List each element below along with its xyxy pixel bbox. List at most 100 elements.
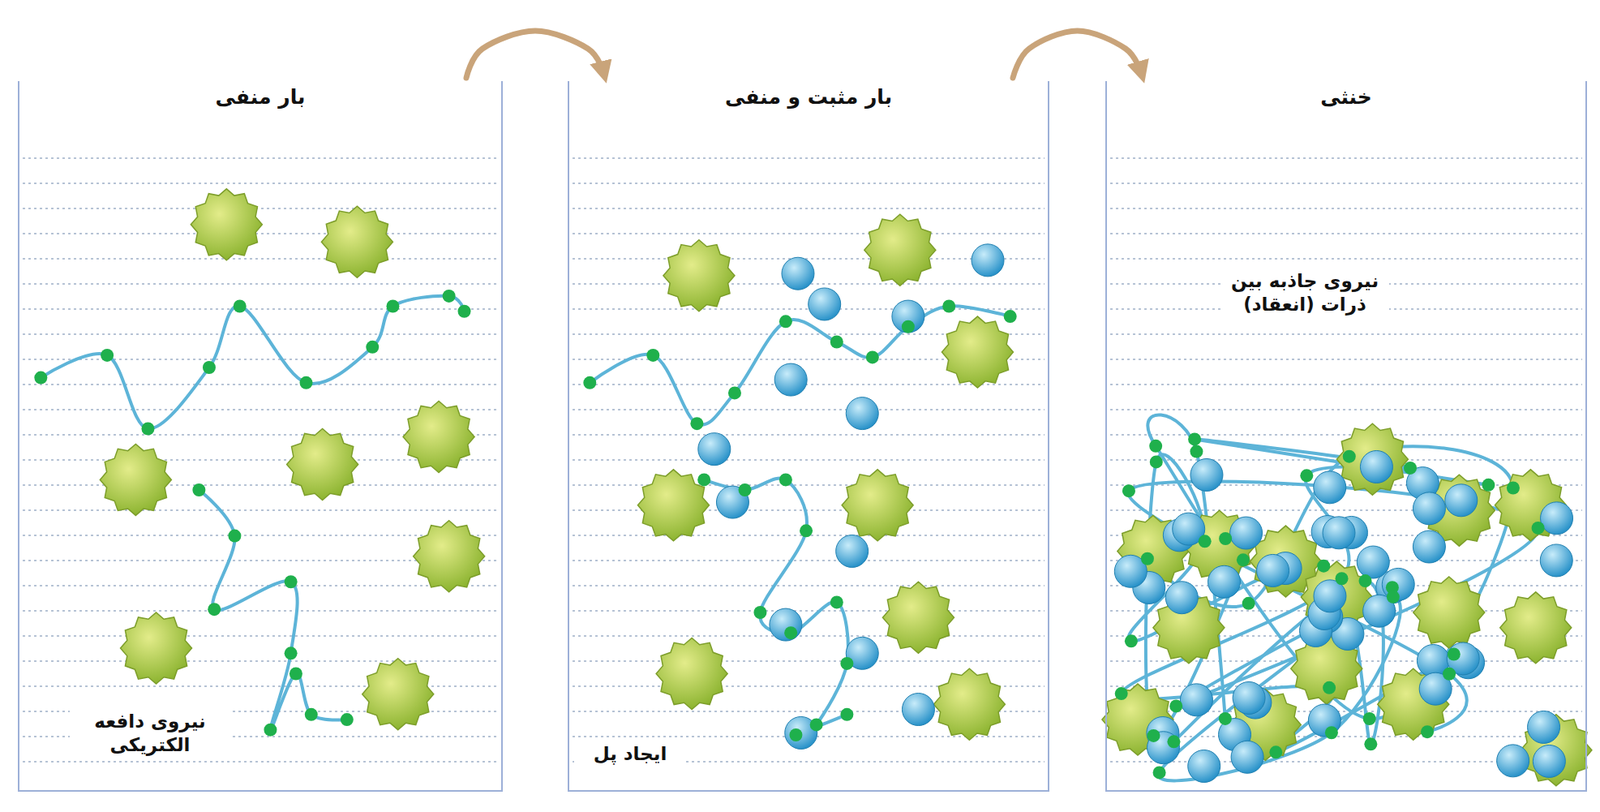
charge-site (738, 483, 752, 497)
charge-site (192, 483, 206, 497)
water-line (22, 609, 498, 612)
charge-site (1236, 553, 1250, 567)
water-line (572, 232, 1045, 235)
positive-ion (1540, 501, 1574, 535)
charge-site (1189, 445, 1203, 459)
charge-site (840, 707, 854, 721)
charge-site (1218, 712, 1232, 725)
charge-site (784, 626, 798, 640)
water-line (22, 509, 498, 511)
charge-site (227, 529, 241, 543)
charge-site (289, 666, 303, 680)
charge-site (697, 472, 711, 486)
colloid-particle (287, 428, 359, 501)
positive-ion (1412, 530, 1446, 563)
charge-site (789, 728, 803, 742)
positive-ion (1527, 710, 1561, 743)
charge-site (1242, 596, 1256, 610)
process-label: نیروی جاذبه بین ذرات (انعقاد) (1220, 269, 1390, 317)
water-line (22, 333, 498, 335)
charge-site (779, 314, 793, 328)
water-line (1110, 433, 1583, 436)
positive-ion (901, 693, 935, 726)
colloid-particle (656, 637, 728, 709)
water-line (22, 484, 498, 486)
charge-site (1342, 450, 1356, 464)
polymer-chain (198, 489, 347, 730)
water-line (572, 484, 1045, 486)
charge-site (1124, 634, 1138, 648)
water-line (1110, 207, 1583, 210)
charge-site (1316, 559, 1330, 573)
charge-site (1322, 681, 1336, 695)
colloid-particle (362, 658, 434, 730)
charge-site (304, 707, 318, 721)
water-line (572, 634, 1045, 637)
charge-site (830, 335, 844, 349)
process-arrow (1012, 30, 1142, 78)
water-line (1110, 182, 1583, 185)
charge-site (141, 421, 155, 435)
charge-site (840, 656, 854, 670)
water-line (22, 383, 498, 386)
colloid-particle (1413, 576, 1485, 648)
charge-site (1198, 534, 1212, 548)
charge-site (1481, 478, 1495, 492)
charge-site (207, 602, 221, 616)
colloid-particle (403, 401, 475, 473)
colloid-particle (841, 469, 914, 541)
positive-ion (1497, 744, 1530, 777)
charge-site (442, 289, 456, 303)
positive-ion (808, 287, 841, 321)
positive-ion (1313, 471, 1347, 504)
charge-site (799, 523, 813, 537)
positive-ion (1256, 553, 1290, 587)
water-line (572, 559, 1045, 562)
charge-site (284, 646, 298, 660)
water-line (22, 358, 498, 361)
charge-site (1364, 737, 1377, 751)
positive-ion (769, 608, 803, 641)
charge-site (646, 348, 660, 362)
water-line (22, 257, 498, 260)
charge-site (233, 299, 247, 313)
water-line (22, 232, 498, 235)
charge-site (1363, 712, 1377, 725)
positive-ion (836, 534, 869, 567)
positive-ion (1165, 581, 1198, 614)
positive-ion (781, 257, 815, 290)
water-line (22, 207, 498, 210)
charge-site (942, 299, 956, 313)
charge-site (1325, 725, 1339, 739)
charge-site (1149, 454, 1163, 468)
water-line (1110, 710, 1583, 713)
process-label: نیروی دافعه الکتریکی (69, 709, 231, 757)
colloid-particle (663, 240, 735, 312)
beaker-title: بار منفی (210, 85, 311, 109)
charge-site (1447, 647, 1461, 661)
water-line (572, 408, 1045, 411)
colloid-particle (321, 205, 393, 278)
beaker-title: بار مثبت و منفی (720, 85, 897, 109)
charge-site (365, 340, 379, 354)
water-line (22, 760, 498, 763)
charge-site (1188, 432, 1202, 446)
charge-site (1531, 521, 1545, 535)
beaker: خنثینیروی جاذبه بین ذرات (انعقاد) (1105, 81, 1588, 792)
process-label: ایجاد پل (574, 742, 687, 766)
positive-ion (698, 433, 731, 466)
charge-site (779, 472, 793, 486)
water-line (22, 182, 498, 185)
charge-site (728, 386, 742, 399)
colloid-particle (933, 668, 1005, 740)
water-line (572, 660, 1045, 662)
charge-site (1386, 590, 1400, 604)
charge-site (1403, 461, 1417, 475)
charge-site (1003, 309, 1017, 323)
charge-site (202, 360, 216, 374)
charge-site (1146, 729, 1160, 743)
charge-site (1218, 531, 1232, 545)
water-line (572, 182, 1045, 185)
water-line (22, 634, 498, 637)
